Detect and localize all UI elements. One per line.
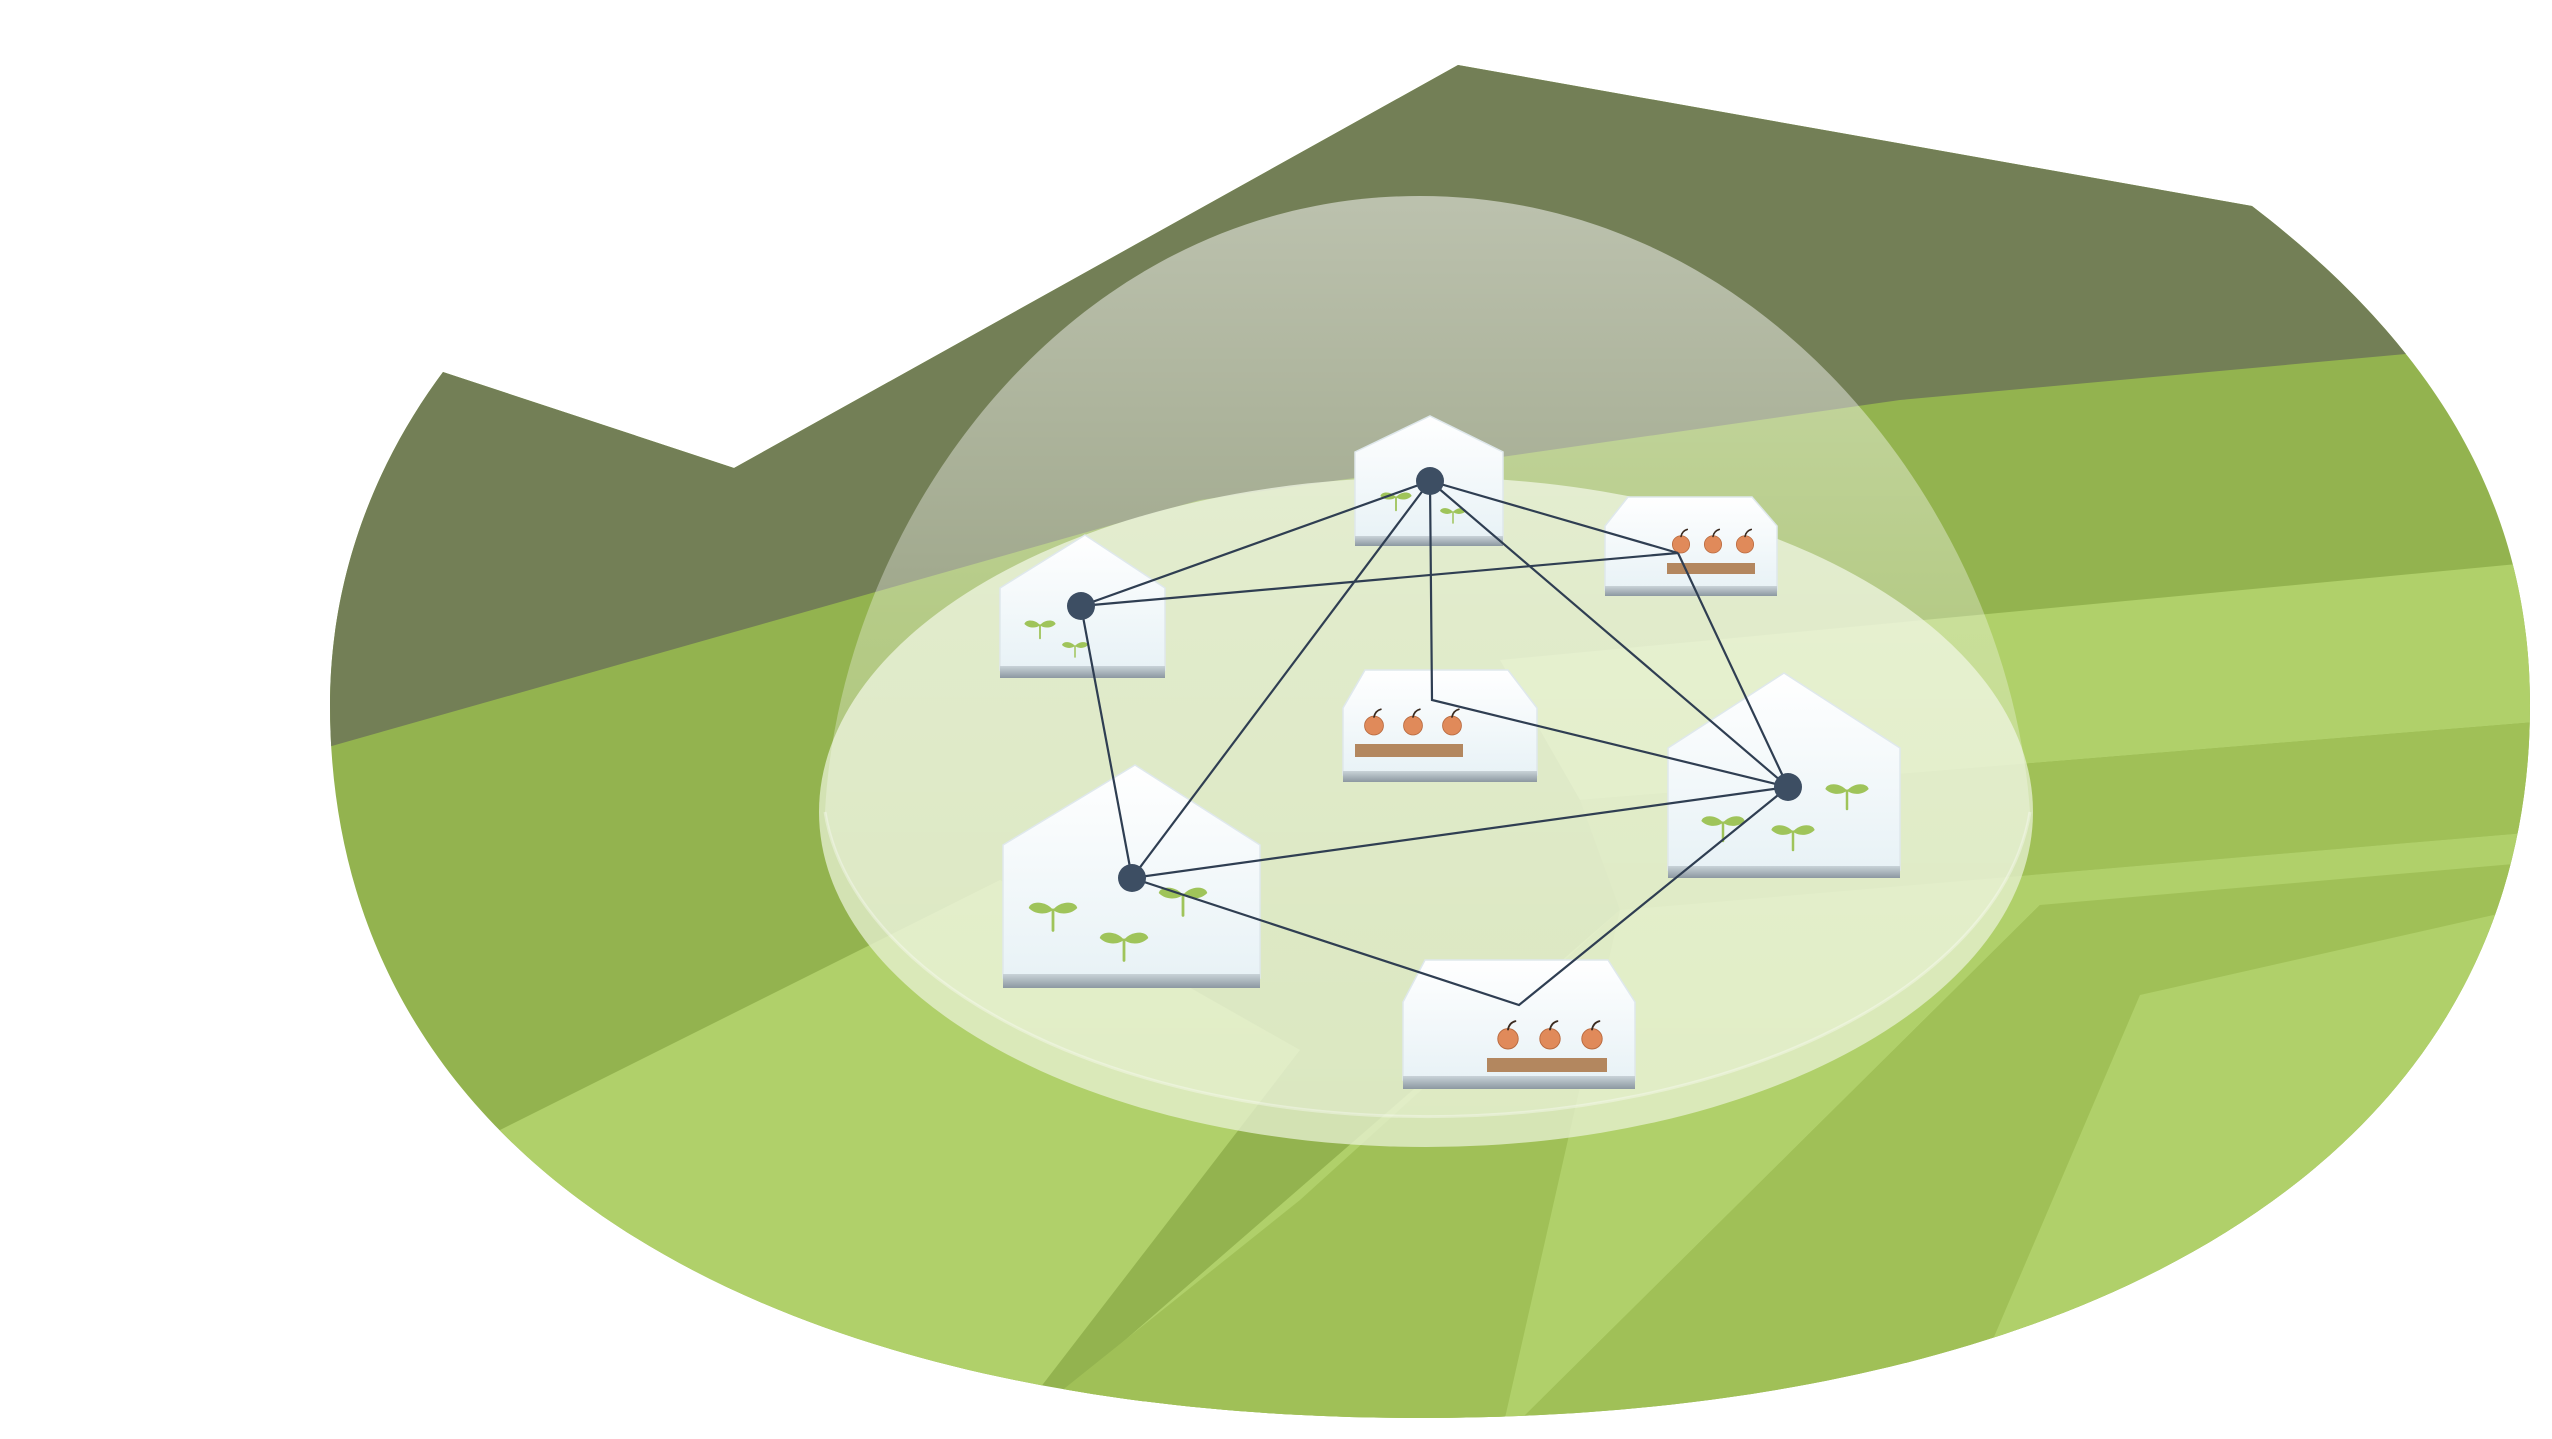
network-link bbox=[1131, 786, 1789, 1007]
dome-rim bbox=[823, 811, 2032, 1119]
network-nodes bbox=[1067, 467, 1802, 892]
field-strip-mid bbox=[1000, 910, 1620, 1418]
network-link bbox=[1428, 480, 1789, 789]
network-link bbox=[1429, 480, 1789, 788]
network-node bbox=[1774, 773, 1802, 801]
greenhouse-right bbox=[1667, 672, 1901, 878]
greenhouse-center bbox=[1342, 669, 1538, 782]
network-node bbox=[1067, 592, 1095, 620]
crate bbox=[1667, 563, 1755, 574]
greenhouse-bottom bbox=[1402, 959, 1636, 1089]
network-link bbox=[1079, 605, 1134, 879]
network-link bbox=[1131, 480, 1431, 879]
crate bbox=[1355, 744, 1463, 757]
sensor-network bbox=[1079, 479, 1789, 1007]
network-node bbox=[1118, 864, 1146, 892]
network-link bbox=[1429, 479, 1679, 555]
network-link bbox=[1080, 479, 1431, 608]
network-link bbox=[1677, 552, 1789, 788]
network-link bbox=[1131, 785, 1789, 880]
network-link bbox=[1080, 551, 1679, 608]
crate bbox=[1487, 1058, 1607, 1072]
greenhouse-top-right bbox=[1604, 496, 1778, 596]
network-node bbox=[1416, 467, 1444, 495]
